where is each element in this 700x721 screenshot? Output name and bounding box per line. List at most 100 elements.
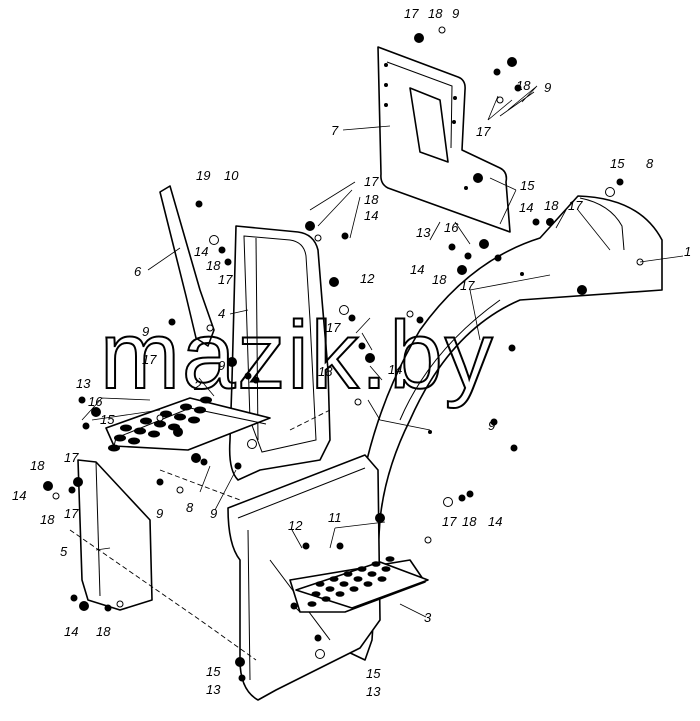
fastener-bolt-icon — [78, 396, 86, 404]
fastener-bolt-icon — [305, 221, 315, 231]
fastener-bolt-icon — [247, 439, 257, 449]
callout-12: 12 — [288, 518, 303, 533]
fastener-bolt-icon — [496, 96, 504, 104]
callout-18: 18 — [96, 624, 111, 639]
callout-8: 8 — [646, 156, 654, 171]
tread-hole — [188, 416, 200, 424]
fastener-bolt-icon — [200, 458, 208, 466]
callout-18: 18 — [318, 364, 333, 379]
callout-15: 15 — [366, 666, 381, 681]
callout-17: 17 — [142, 352, 157, 367]
tread-hole — [128, 437, 140, 445]
tread-hole — [325, 586, 335, 592]
fastener-bolt-icon — [458, 494, 466, 502]
callout-18: 18 — [206, 258, 221, 273]
fastener-bolt-icon — [238, 674, 246, 682]
upper-tread-plate — [105, 396, 271, 452]
callout-11: 11 — [328, 510, 342, 525]
tread-hole — [353, 576, 363, 582]
fastener-bolt-icon — [209, 235, 219, 245]
fastener-bolt-icon — [438, 26, 446, 34]
fastener-bolt-icon — [234, 462, 242, 470]
callout-19: 19 — [196, 168, 210, 183]
fastener-bolt-icon — [235, 657, 245, 667]
callout-13: 13 — [206, 682, 221, 697]
tread-hole — [339, 581, 349, 587]
callout-17: 17 — [442, 514, 457, 529]
fastener-bolt-icon — [424, 536, 432, 544]
fasteners — [43, 26, 644, 682]
callout-9: 9 — [142, 324, 149, 339]
callout-15: 15 — [610, 156, 625, 171]
tread-hole — [311, 591, 321, 597]
fastener-bolt-icon — [224, 258, 232, 266]
callout-9: 9 — [218, 358, 225, 373]
callout-17: 17 — [364, 174, 379, 189]
fastener-bolt-icon — [336, 542, 344, 550]
fastener-bolt-icon — [457, 265, 467, 275]
callout-15: 15 — [100, 412, 115, 427]
callout-7: 7 — [331, 123, 339, 138]
callout-8: 8 — [186, 500, 194, 515]
fastener-bolt-icon — [507, 57, 517, 67]
fastener-bolt-icon — [466, 490, 474, 498]
callout-17: 17 — [476, 124, 491, 139]
fastener-bolt-icon — [70, 594, 78, 602]
mudguard-flap — [377, 46, 511, 233]
tread-hole — [385, 556, 395, 562]
fastener-bolt-icon — [252, 376, 260, 384]
callout-17: 17 — [218, 272, 233, 287]
fastener-bolt-icon — [116, 600, 124, 608]
fastener-bolt-icon — [43, 481, 53, 491]
fastener-bolt-icon — [494, 254, 502, 262]
tread-hole — [343, 571, 353, 577]
callout-12: 12 — [360, 271, 375, 286]
watermark-text: mazik.by — [100, 302, 495, 409]
tread-hole — [335, 591, 345, 597]
callout-14: 14 — [410, 262, 424, 277]
callout-18: 18 — [432, 272, 447, 287]
callout-16: 16 — [444, 220, 459, 235]
fastener-bolt-icon — [176, 486, 184, 494]
fastener-bolt-icon — [375, 513, 385, 523]
fastener-bolt-icon — [508, 344, 516, 352]
callout-14: 14 — [64, 624, 78, 639]
fastener-bolt-icon — [290, 602, 298, 610]
fastener-bolt-icon — [577, 285, 587, 295]
callout-10: 10 — [224, 168, 239, 183]
callout-6: 6 — [134, 264, 142, 279]
tread-hole — [140, 417, 152, 425]
tread-hole — [134, 427, 146, 435]
fastener-bolt-icon — [227, 357, 237, 367]
lower-tread-plate — [295, 556, 429, 609]
callout-18: 18 — [30, 458, 45, 473]
callout-4: 4 — [218, 306, 225, 321]
callout-9: 9 — [452, 6, 459, 21]
callout-18: 18 — [364, 192, 379, 207]
fastener-bolt-icon — [443, 497, 453, 507]
fastener-bolt-icon — [173, 427, 183, 437]
callout-13: 13 — [366, 684, 381, 699]
tread-hole — [371, 561, 381, 567]
tread-hole — [120, 424, 132, 432]
fastener-bolt-icon — [464, 252, 472, 260]
callout-9: 9 — [544, 80, 551, 95]
callout-17: 17 — [568, 198, 583, 213]
callout-15: 15 — [520, 178, 535, 193]
callout-16: 16 — [88, 394, 103, 409]
fastener-bolt-icon — [73, 477, 83, 487]
fastener-bolt-icon — [448, 243, 456, 251]
callout-labels: 17 18 9 9 18 17 7 15 8 15 14 18 17 1 13 … — [12, 6, 691, 699]
callout-9: 9 — [488, 418, 495, 433]
tread-hole — [114, 434, 126, 442]
tread-hole — [315, 581, 325, 587]
callout-5: 5 — [60, 544, 68, 559]
fastener-bolt-icon — [244, 372, 252, 380]
fastener-bolt-icon — [490, 418, 498, 426]
tread-hole — [194, 406, 206, 414]
tread-hole — [160, 410, 172, 418]
callout-14: 14 — [12, 488, 26, 503]
callout-17: 17 — [460, 278, 475, 293]
fastener-bolt-icon — [329, 277, 339, 287]
